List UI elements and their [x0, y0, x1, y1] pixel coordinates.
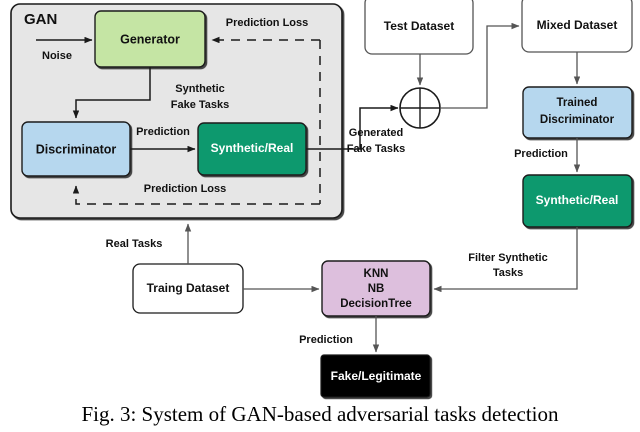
filter-synthetic-tasks-arrow [433, 227, 578, 293]
edge-prediction-loss-bottom: Prediction Loss [72, 183, 320, 205]
edge-noise-to-generator: Noise [36, 36, 93, 62]
classifiers-label-line3: DecisionTree [340, 298, 412, 310]
trained-discriminator-box[interactable] [522, 86, 633, 139]
discriminator-node[interactable]: Discriminator [21, 121, 131, 177]
generated-fake-tasks-label-line2: Fake Tasks [347, 143, 406, 155]
mixer-node [399, 87, 441, 129]
trained-discriminator-node[interactable]: Trained Discriminator [522, 86, 633, 139]
edge-traineddisc-to-syntheticreal-right: Prediction [514, 138, 581, 173]
noise-label: Noise [42, 50, 72, 62]
edge-prediction-loss-top: Prediction Loss [211, 17, 321, 204]
figure-caption: Fig. 3: System of GAN-based adversarial … [81, 402, 559, 426]
synthetic-fake-tasks-arrow [72, 67, 151, 119]
edge-filter-synthetic-tasks: Filter Synthetic Tasks [433, 227, 578, 293]
synthetic-real-right-node[interactable]: Synthetic/Real [522, 174, 633, 228]
fake-legitimate-box[interactable] [320, 354, 431, 398]
mixed-dataset-node[interactable]: Mixed Dataset [521, 0, 633, 53]
prediction-loss-bottom-label: Prediction Loss [144, 183, 227, 195]
test-dataset-node[interactable]: Test Dataset [364, 0, 474, 55]
filter-synthetic-tasks-label-line1: Filter Synthetic [468, 252, 547, 264]
edge-mixer-to-mixeddataset [440, 22, 520, 109]
synthetic-real-gan-label: Synthetic/Real [211, 141, 294, 155]
gan-group-label: GAN [24, 11, 57, 28]
edge-classifiers-to-fakelegitimate: Prediction [299, 316, 380, 353]
classifiers-label-line1: KNN [364, 268, 389, 280]
prediction-right-label: Prediction [514, 148, 568, 160]
traing-dataset-label: Traing Dataset [147, 281, 230, 295]
prediction-loss-top-label: Prediction Loss [226, 17, 309, 29]
fake-legitimate-node[interactable]: Fake/Legitimate [320, 354, 431, 398]
synthetic-real-right-label: Synthetic/Real [536, 193, 619, 207]
edge-syntheticreal-to-mixer: Generated Fake Tasks [306, 104, 406, 155]
synthetic-fake-tasks-label-line2: Fake Tasks [171, 99, 230, 111]
fake-legitimate-label: Fake/Legitimate [331, 369, 422, 383]
prediction-loss-bottom-dashed-line [72, 185, 320, 205]
synthetic-fake-tasks-label-line1: Synthetic [175, 83, 225, 95]
edge-real-tasks: Real Tasks [106, 223, 192, 264]
trained-discriminator-label-line1: Trained [557, 97, 598, 109]
test-dataset-label: Test Dataset [384, 19, 454, 33]
generator-label: Generator [120, 32, 180, 46]
traing-dataset-node[interactable]: Traing Dataset [132, 263, 244, 314]
real-tasks-label: Real Tasks [106, 238, 163, 250]
prediction-bottom-label: Prediction [299, 334, 353, 346]
classifiers-node[interactable]: KNN NB DecisionTree [321, 260, 431, 317]
trained-discriminator-label-line2: Discriminator [540, 114, 615, 126]
edge-discriminator-to-syntheticreal: Prediction [130, 126, 196, 153]
filter-synthetic-tasks-label-line2: Tasks [493, 267, 523, 279]
mixed-dataset-label: Mixed Dataset [537, 18, 618, 32]
generated-fake-tasks-label-line1: Generated [349, 127, 403, 139]
classifiers-label-line2: NB [368, 283, 385, 295]
discriminator-label: Discriminator [36, 142, 117, 156]
generated-fake-tasks-arrow [306, 104, 399, 150]
mixer-to-mixed-dataset-arrow [440, 22, 520, 109]
generator-node[interactable]: Generator [94, 10, 206, 68]
synthetic-real-gan-node[interactable]: Synthetic/Real [197, 122, 307, 176]
prediction-gan-label: Prediction [136, 126, 190, 138]
test-dataset-box[interactable] [364, 0, 474, 55]
edge-generator-to-discriminator: Synthetic Fake Tasks [72, 67, 230, 119]
